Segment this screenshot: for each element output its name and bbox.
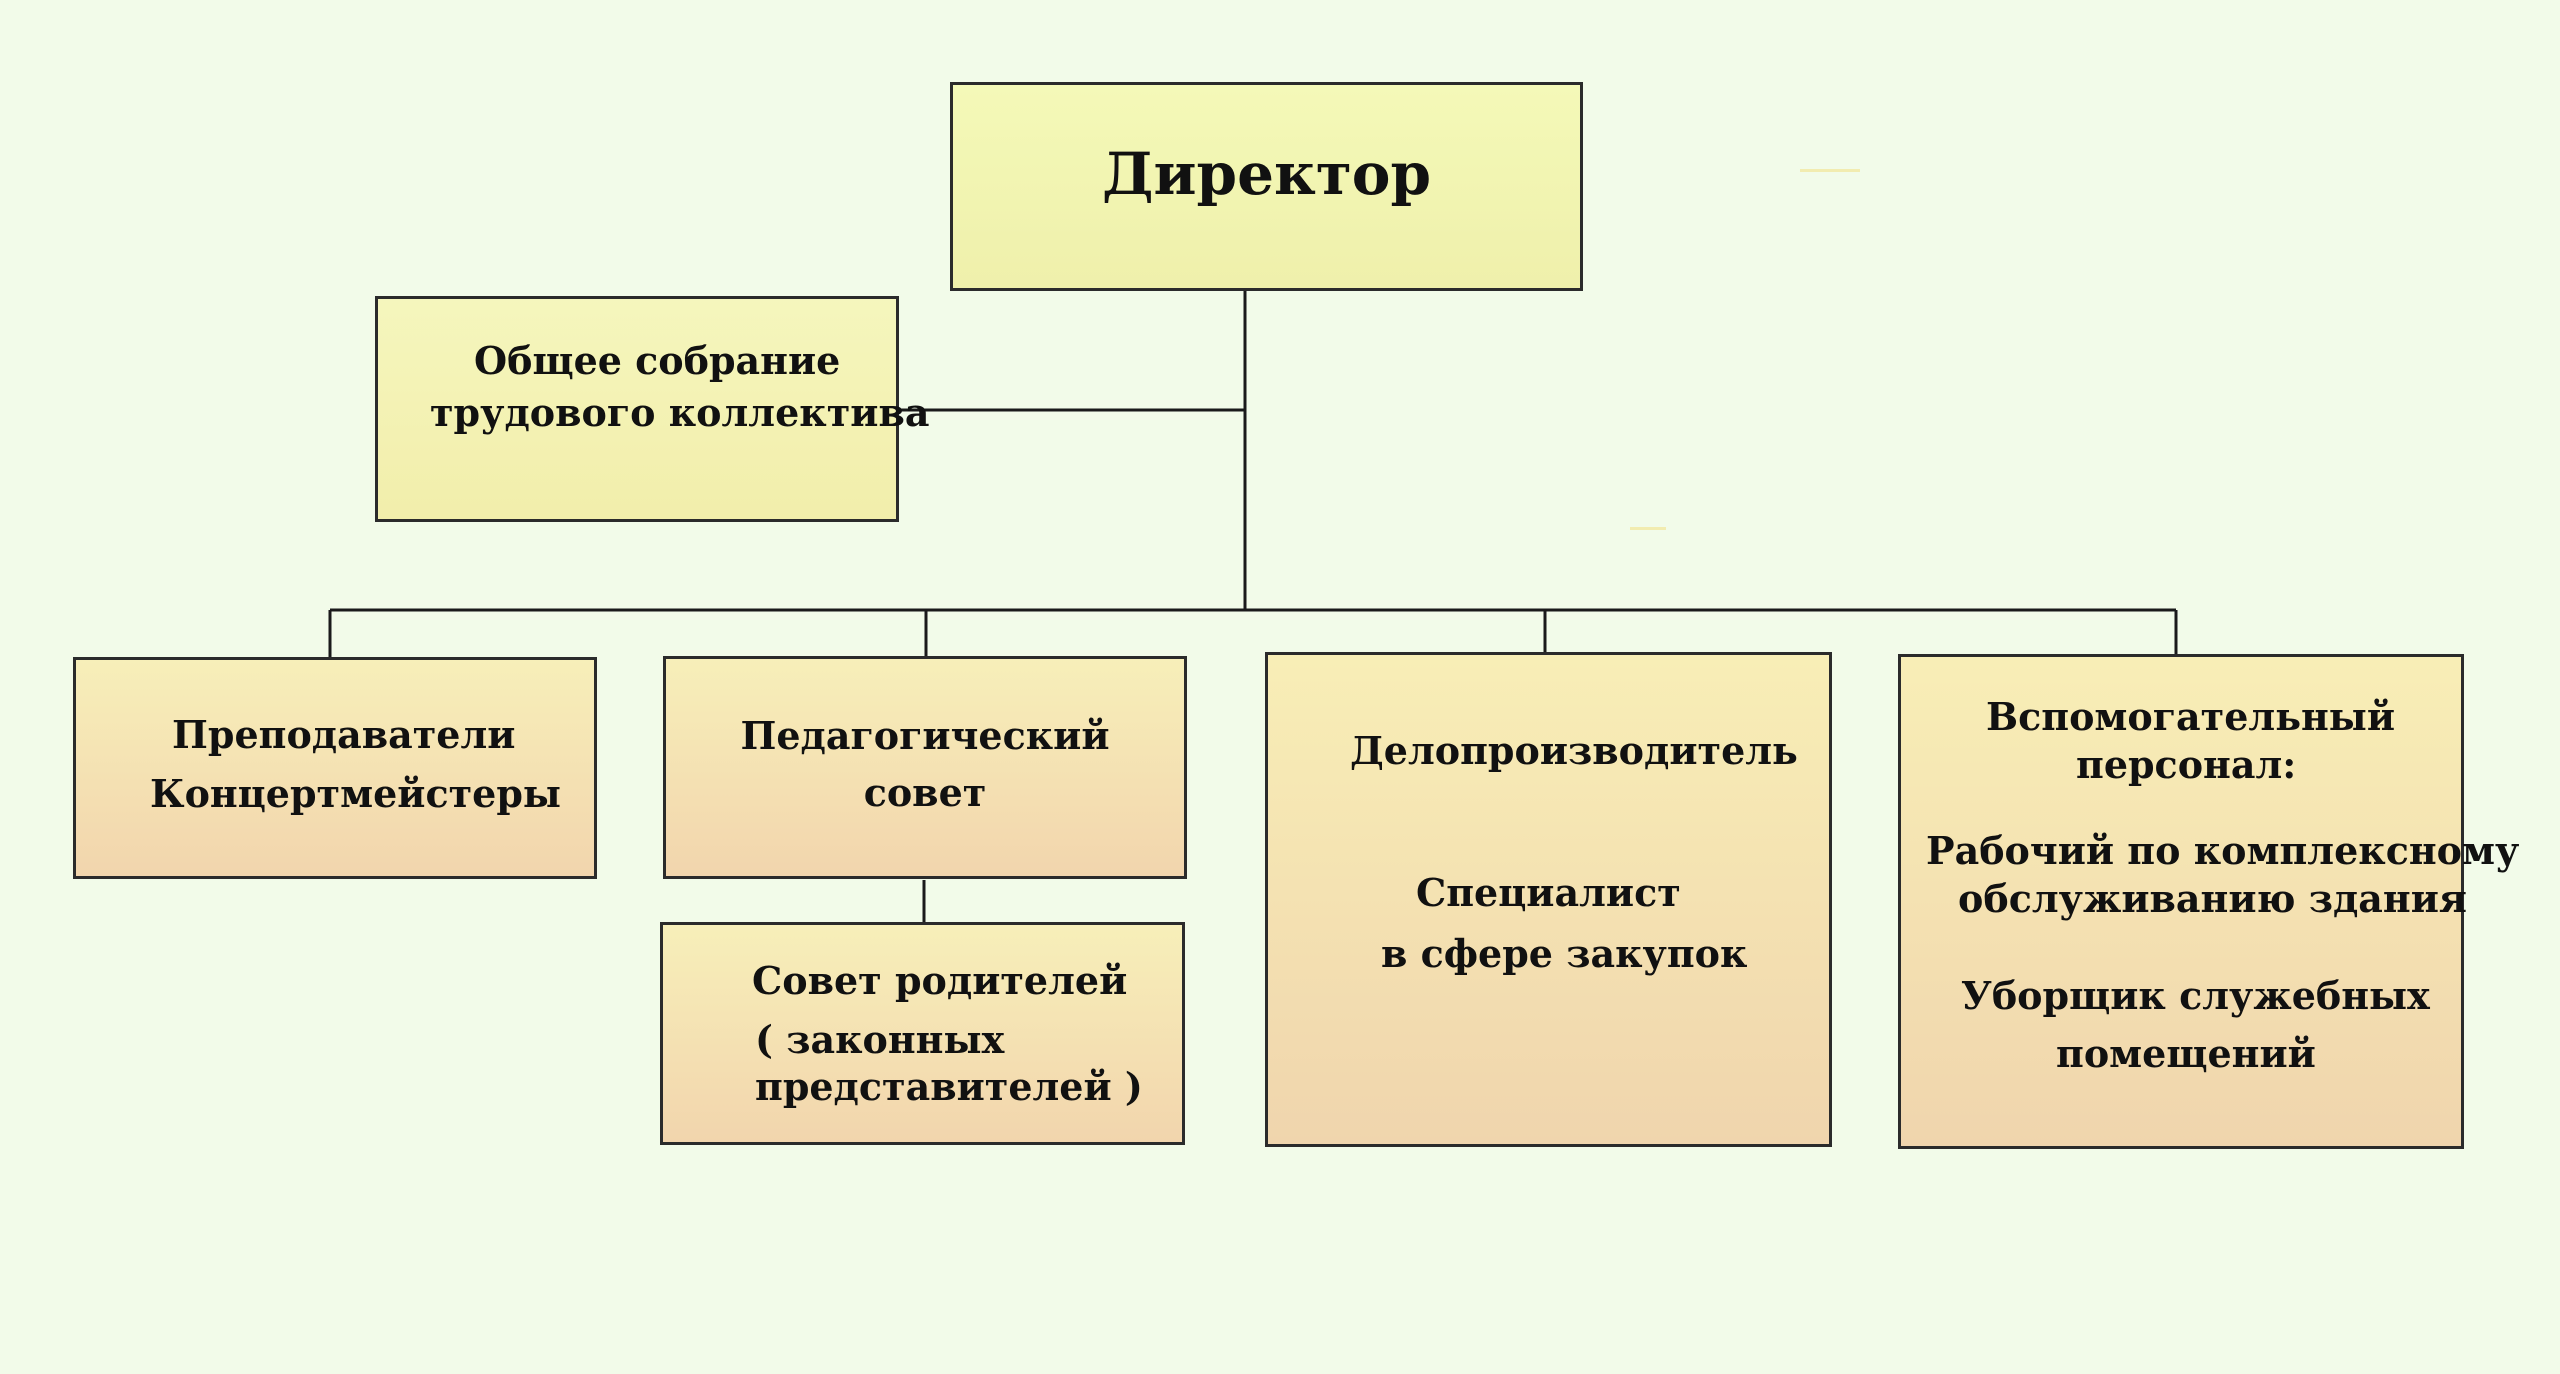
ped-council-label-line2: совет bbox=[863, 770, 987, 815]
assembly-label-line2: трудового коллектива bbox=[430, 390, 930, 435]
clerk-box: Делопроизводитель Специалист в сфере зак… bbox=[1265, 652, 1832, 1147]
ped-council-label-line1: Педагогический bbox=[740, 713, 1110, 758]
clerk-label: Делопроизводитель bbox=[1350, 728, 1798, 773]
maintenance-worker-line1: Рабочий по комплексному bbox=[1926, 828, 2520, 873]
decorative-highlight bbox=[1630, 527, 1666, 530]
procurement-specialist-line1: Специалист bbox=[1416, 870, 1681, 915]
parents-council-label-line2: ( законных bbox=[755, 1017, 1005, 1062]
teachers-label-line2: Концертмейстеры bbox=[150, 771, 561, 816]
teachers-box: Преподаватели Концертмейстеры bbox=[73, 657, 597, 879]
assembly-label-line1: Общее собрание bbox=[474, 338, 841, 383]
support-staff-heading-line1: Вспомогательный bbox=[1986, 694, 2396, 739]
director-box: Директор bbox=[950, 82, 1583, 291]
parents-council-label-line1: Совет родителей bbox=[752, 958, 1128, 1003]
cleaner-line1: Уборщик служебных bbox=[1961, 973, 2430, 1018]
support-staff-box: Вспомогательный персонал: Рабочий по ком… bbox=[1898, 654, 2519, 1149]
support-staff-heading-line2: персонал: bbox=[2076, 742, 2297, 787]
parents-council-box: Совет родителей ( законных представителе… bbox=[660, 922, 1185, 1145]
procurement-specialist-line2: в сфере закупок bbox=[1381, 931, 1748, 976]
decorative-highlight bbox=[1800, 169, 1860, 172]
teachers-label-line1: Преподаватели bbox=[172, 712, 516, 757]
director-title: Директор bbox=[1101, 140, 1432, 208]
pedagogical-council-box: Педагогический совет bbox=[663, 656, 1187, 879]
cleaner-line2: помещений bbox=[2056, 1031, 2316, 1076]
maintenance-worker-line2: обслуживанию здания bbox=[1958, 876, 2467, 921]
general-assembly-box: Общее собрание трудового коллектива bbox=[375, 296, 929, 522]
parents-council-label-line3: представителей ) bbox=[755, 1064, 1143, 1109]
